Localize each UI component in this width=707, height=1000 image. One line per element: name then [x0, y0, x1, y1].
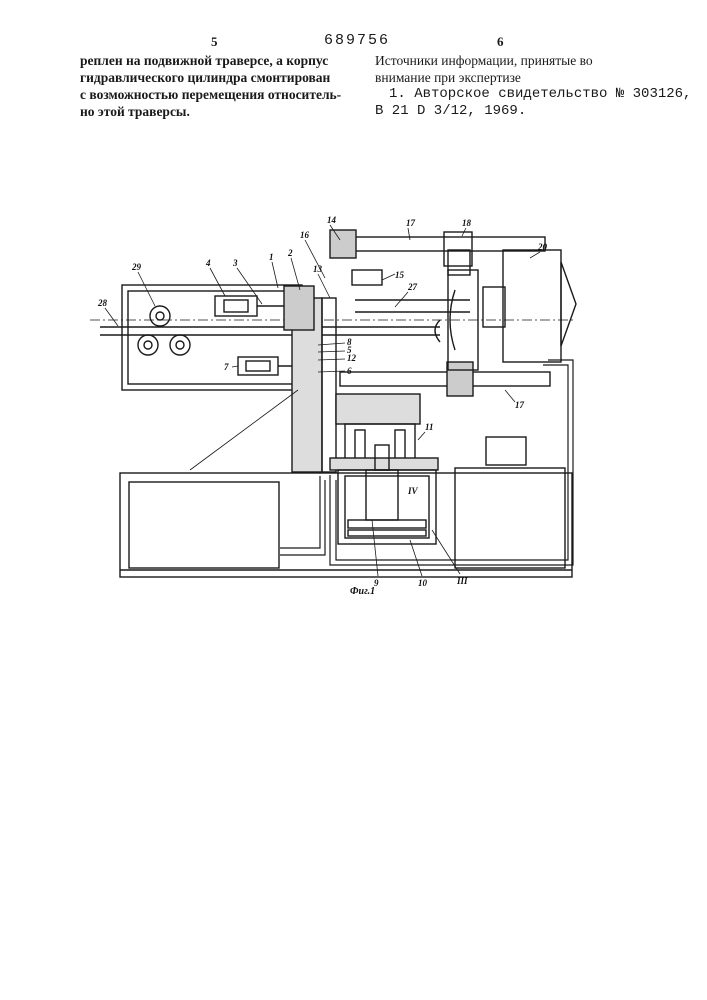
part-label: 6 — [347, 366, 352, 376]
part-label: 3 — [232, 258, 238, 268]
motor-20 — [450, 250, 576, 362]
part-label: 1 — [269, 252, 274, 262]
upper-shaft — [330, 230, 545, 285]
part-label: 16 — [300, 230, 310, 240]
part-label: 28 — [97, 298, 108, 308]
part-label: 17 — [406, 218, 416, 228]
hydraulic-unit — [330, 424, 526, 544]
part-label: 13 — [313, 264, 323, 274]
part-label: 2 — [287, 248, 293, 258]
part-label: 10 — [418, 578, 428, 588]
part-label: 15 — [395, 270, 405, 280]
part-label: 11 — [425, 422, 434, 432]
base-frame — [120, 468, 572, 577]
part-label: 18 — [462, 218, 472, 228]
part-label: III — [456, 576, 468, 586]
part-label: 17 — [515, 400, 525, 410]
part-label: 4 — [205, 258, 211, 268]
part-label: 7 — [224, 362, 229, 372]
part-label: 14 — [327, 215, 337, 225]
lower-shaft — [340, 362, 550, 396]
figure-caption: Фиг.1 — [350, 586, 375, 597]
central-column — [284, 286, 420, 472]
part-label: 27 — [407, 282, 418, 292]
cylinder-7 — [238, 357, 298, 375]
part-label: 20 — [537, 242, 548, 252]
part-label: 29 — [131, 262, 142, 272]
feeder-housing — [122, 285, 302, 390]
part-label: 12 — [347, 353, 357, 363]
part-label: IV — [407, 486, 419, 496]
cylinder-4 — [215, 296, 284, 316]
